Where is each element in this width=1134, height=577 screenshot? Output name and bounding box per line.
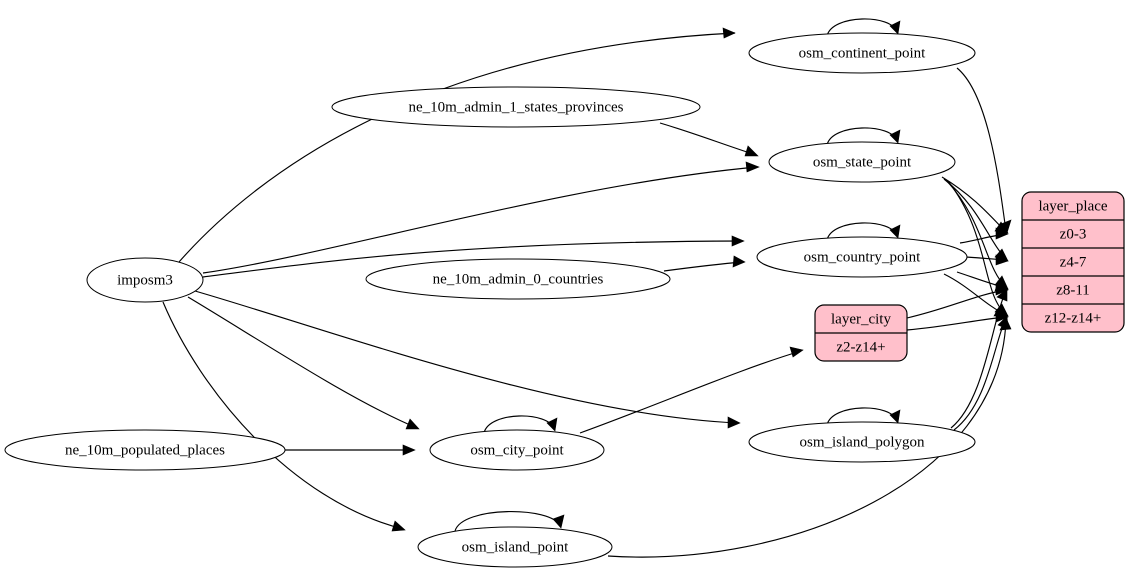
node-ne_10m_admin_0_countries[interactable]: ne_10m_admin_0_countries: [365, 258, 671, 300]
edge-ne_10m_admin_0_countries-to-osm_country_point: [663, 255, 746, 272]
node-label-osm_country_point: osm_country_point: [804, 249, 921, 265]
node-ne_10m_populated_places[interactable]: ne_10m_populated_places: [4, 429, 286, 471]
node-osm_country_point[interactable]: osm_country_point: [756, 236, 968, 278]
edge-osm_country_point-to-layer_place-z4-7: [965, 254, 1009, 266]
table-layer_place[interactable]: layer_place z0-3 z4-7 z8-11 z12-z14+: [1021, 191, 1125, 333]
edge-layer_city-to-layer_place-z12-z14: [906, 310, 1009, 331]
edge-osm_island_polygon-to-layer_place-z8-11: [950, 288, 1008, 429]
edge-self-loop-osm_island_polygon: [826, 407, 901, 426]
node-label-osm_island_point: osm_island_point: [462, 539, 570, 555]
node-label-ne_10m_admin_0_countries: ne_10m_admin_0_countries: [433, 271, 604, 287]
node-label-osm_state_point: osm_state_point: [813, 154, 912, 170]
edge-self-loop-osm_continent_point: [826, 18, 901, 37]
node-osm_state_point[interactable]: osm_state_point: [768, 141, 956, 183]
node-imposm3[interactable]: imposm3: [86, 257, 204, 303]
edge-imposm3-to-osm_city_point: [187, 296, 420, 430]
node-label-ne_10m_populated_places: ne_10m_populated_places: [65, 442, 225, 458]
table-row-layer_place-z12-z14plus[interactable]: z12-z14+: [1045, 310, 1102, 326]
table-row-layer_place-z8-11[interactable]: z8-11: [1056, 282, 1090, 298]
edge-osm_island_point-to-layer_place-z12-z14: [607, 317, 1012, 558]
edge-imposm3-to-osm_island_polygon: [194, 290, 741, 429]
node-label-osm_city_point: osm_city_point: [470, 442, 564, 458]
table-row-layer_city-z2-z14plus[interactable]: z2-z14+: [836, 339, 885, 355]
table-header-layer_place: layer_place: [1038, 198, 1107, 214]
edge-imposm3-to-osm_continent_point: [178, 27, 736, 263]
node-layer: imposm3 ne_10m_admin_1_states_provinces …: [4, 32, 976, 568]
table-row-layer_place-z0-3[interactable]: z0-3: [1060, 226, 1087, 242]
node-label-imposm3: imposm3: [117, 272, 173, 288]
edge-osm_city_point-to-layer_city-z2-z14: [579, 346, 804, 434]
edge-ne_10m_populated_places-to-osm_city_point: [285, 444, 416, 456]
table-header-layer_city: layer_city: [831, 311, 891, 327]
edge-ne_10m_admin_1_states_provinces-to-osm_state_point: [659, 122, 759, 157]
table-layer: layer_place z0-3 z4-7 z8-11 z12-z14+ lay…: [814, 191, 1125, 362]
node-label-osm_island_polygon: osm_island_polygon: [799, 434, 925, 450]
edge-self-loop-osm_state_point: [826, 127, 901, 146]
edge-layer: [162, 18, 1012, 558]
edge-layer_city-to-layer_place-z8-11: [906, 283, 1009, 319]
node-osm_continent_point[interactable]: osm_continent_point: [748, 32, 976, 74]
table-row-layer_place-z4-7[interactable]: z4-7: [1060, 254, 1087, 270]
edge-self-loop-osm_island_point: [454, 511, 565, 532]
node-ne_10m_admin_1_states_provinces[interactable]: ne_10m_admin_1_states_provinces: [331, 86, 701, 128]
edge-self-loop-osm_city_point: [483, 415, 558, 434]
node-osm_city_point[interactable]: osm_city_point: [429, 429, 605, 471]
node-label-ne_10m_admin_1_states_provinces: ne_10m_admin_1_states_provinces: [409, 99, 624, 115]
table-layer_city[interactable]: layer_city z2-z14+: [814, 304, 908, 362]
node-osm_island_point[interactable]: osm_island_point: [417, 526, 613, 568]
edge-osm_island_polygon-to-layer_place-z12-z14: [953, 315, 1009, 431]
edge-imposm3-to-osm_state_point: [202, 161, 760, 274]
node-label-osm_continent_point: osm_continent_point: [799, 45, 926, 61]
edge-osm_country_point-to-layer_place-z0-3: [959, 227, 1009, 244]
edge-self-loop-osm_country_point: [826, 222, 901, 241]
node-osm_island_polygon[interactable]: osm_island_polygon: [748, 421, 976, 463]
edge-imposm3-to-osm_island_point: [162, 301, 406, 532]
edge-imposm3-to-osm_country_point: [202, 235, 745, 278]
